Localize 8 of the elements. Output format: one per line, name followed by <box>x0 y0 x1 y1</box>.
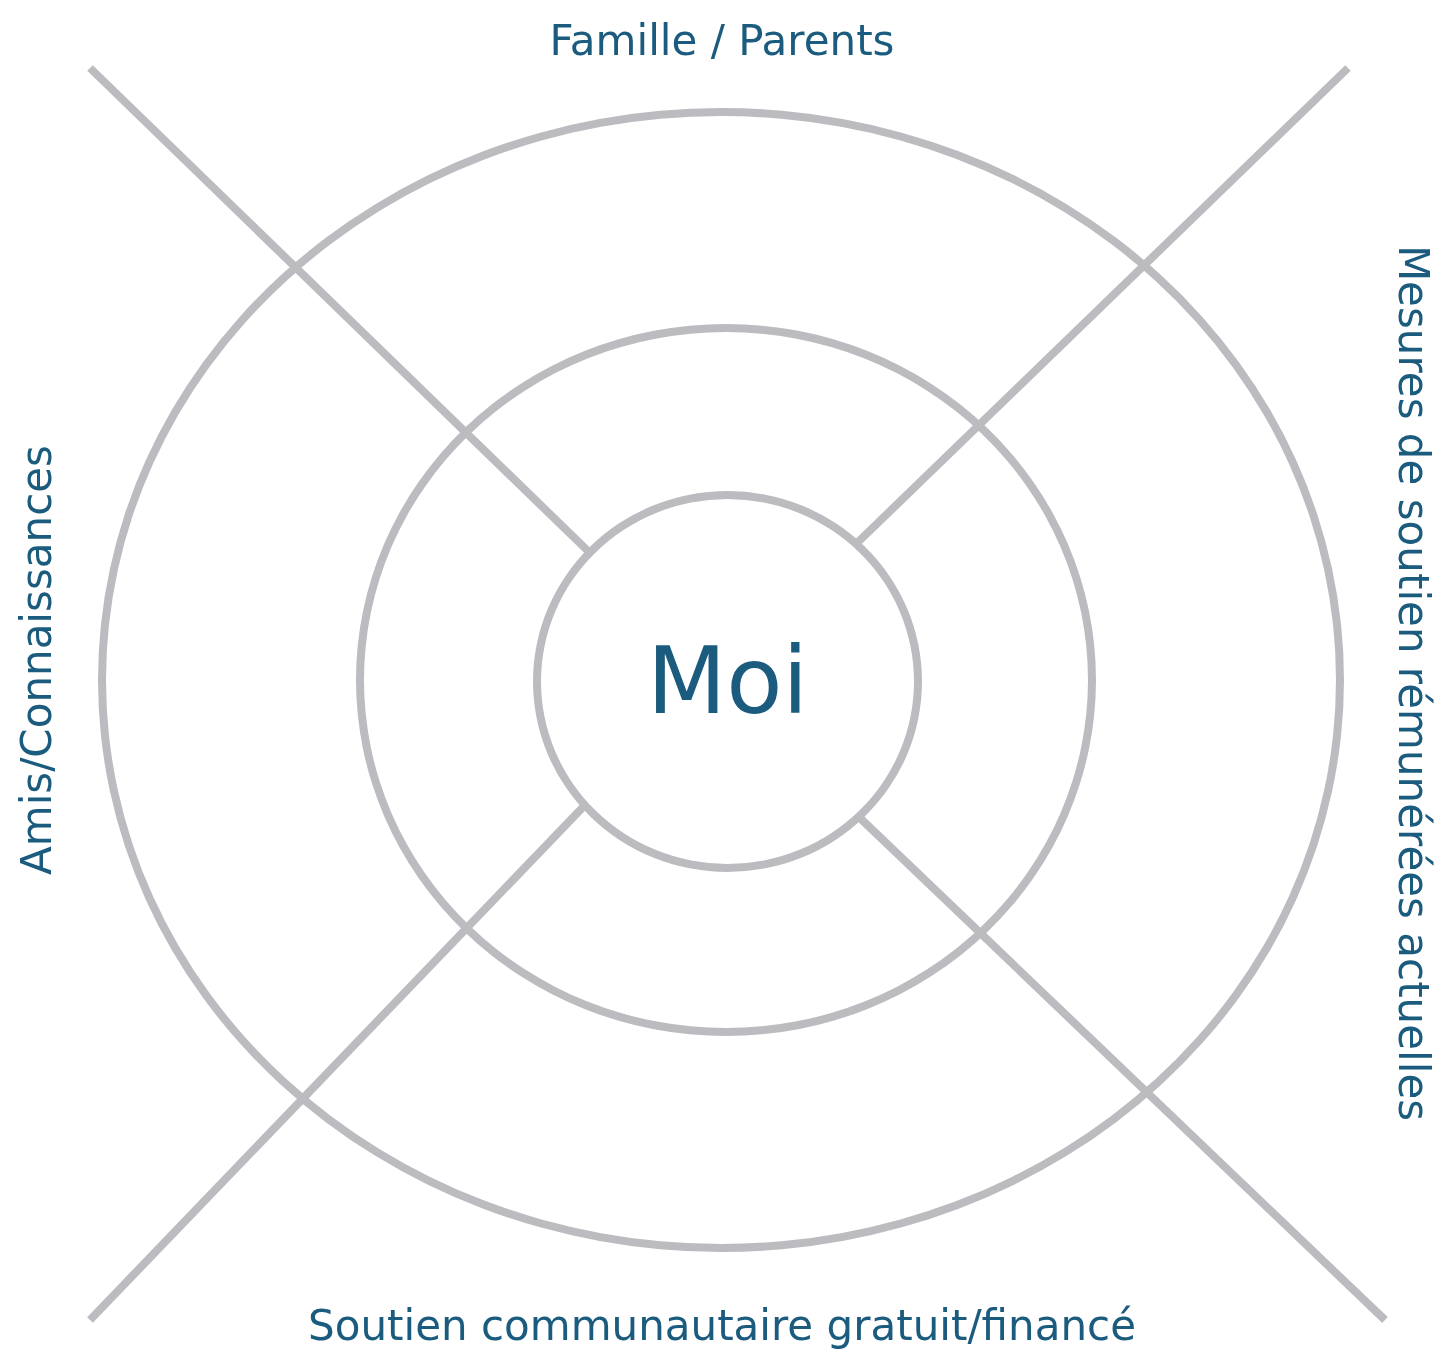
ring-ellipse <box>356 324 1096 1036</box>
center-label: Moi <box>646 628 809 735</box>
sector-label: Amis/Connaissances <box>11 445 61 875</box>
ring-ellipse <box>98 108 1344 1252</box>
sector-label: Soutien communautaire gratuit/financé <box>308 1300 1136 1350</box>
sector-label: Famille / Parents <box>549 15 895 65</box>
center-circle <box>533 491 922 872</box>
sector-label: Mesures de soutien rémunérées actuelles <box>1388 244 1438 1122</box>
